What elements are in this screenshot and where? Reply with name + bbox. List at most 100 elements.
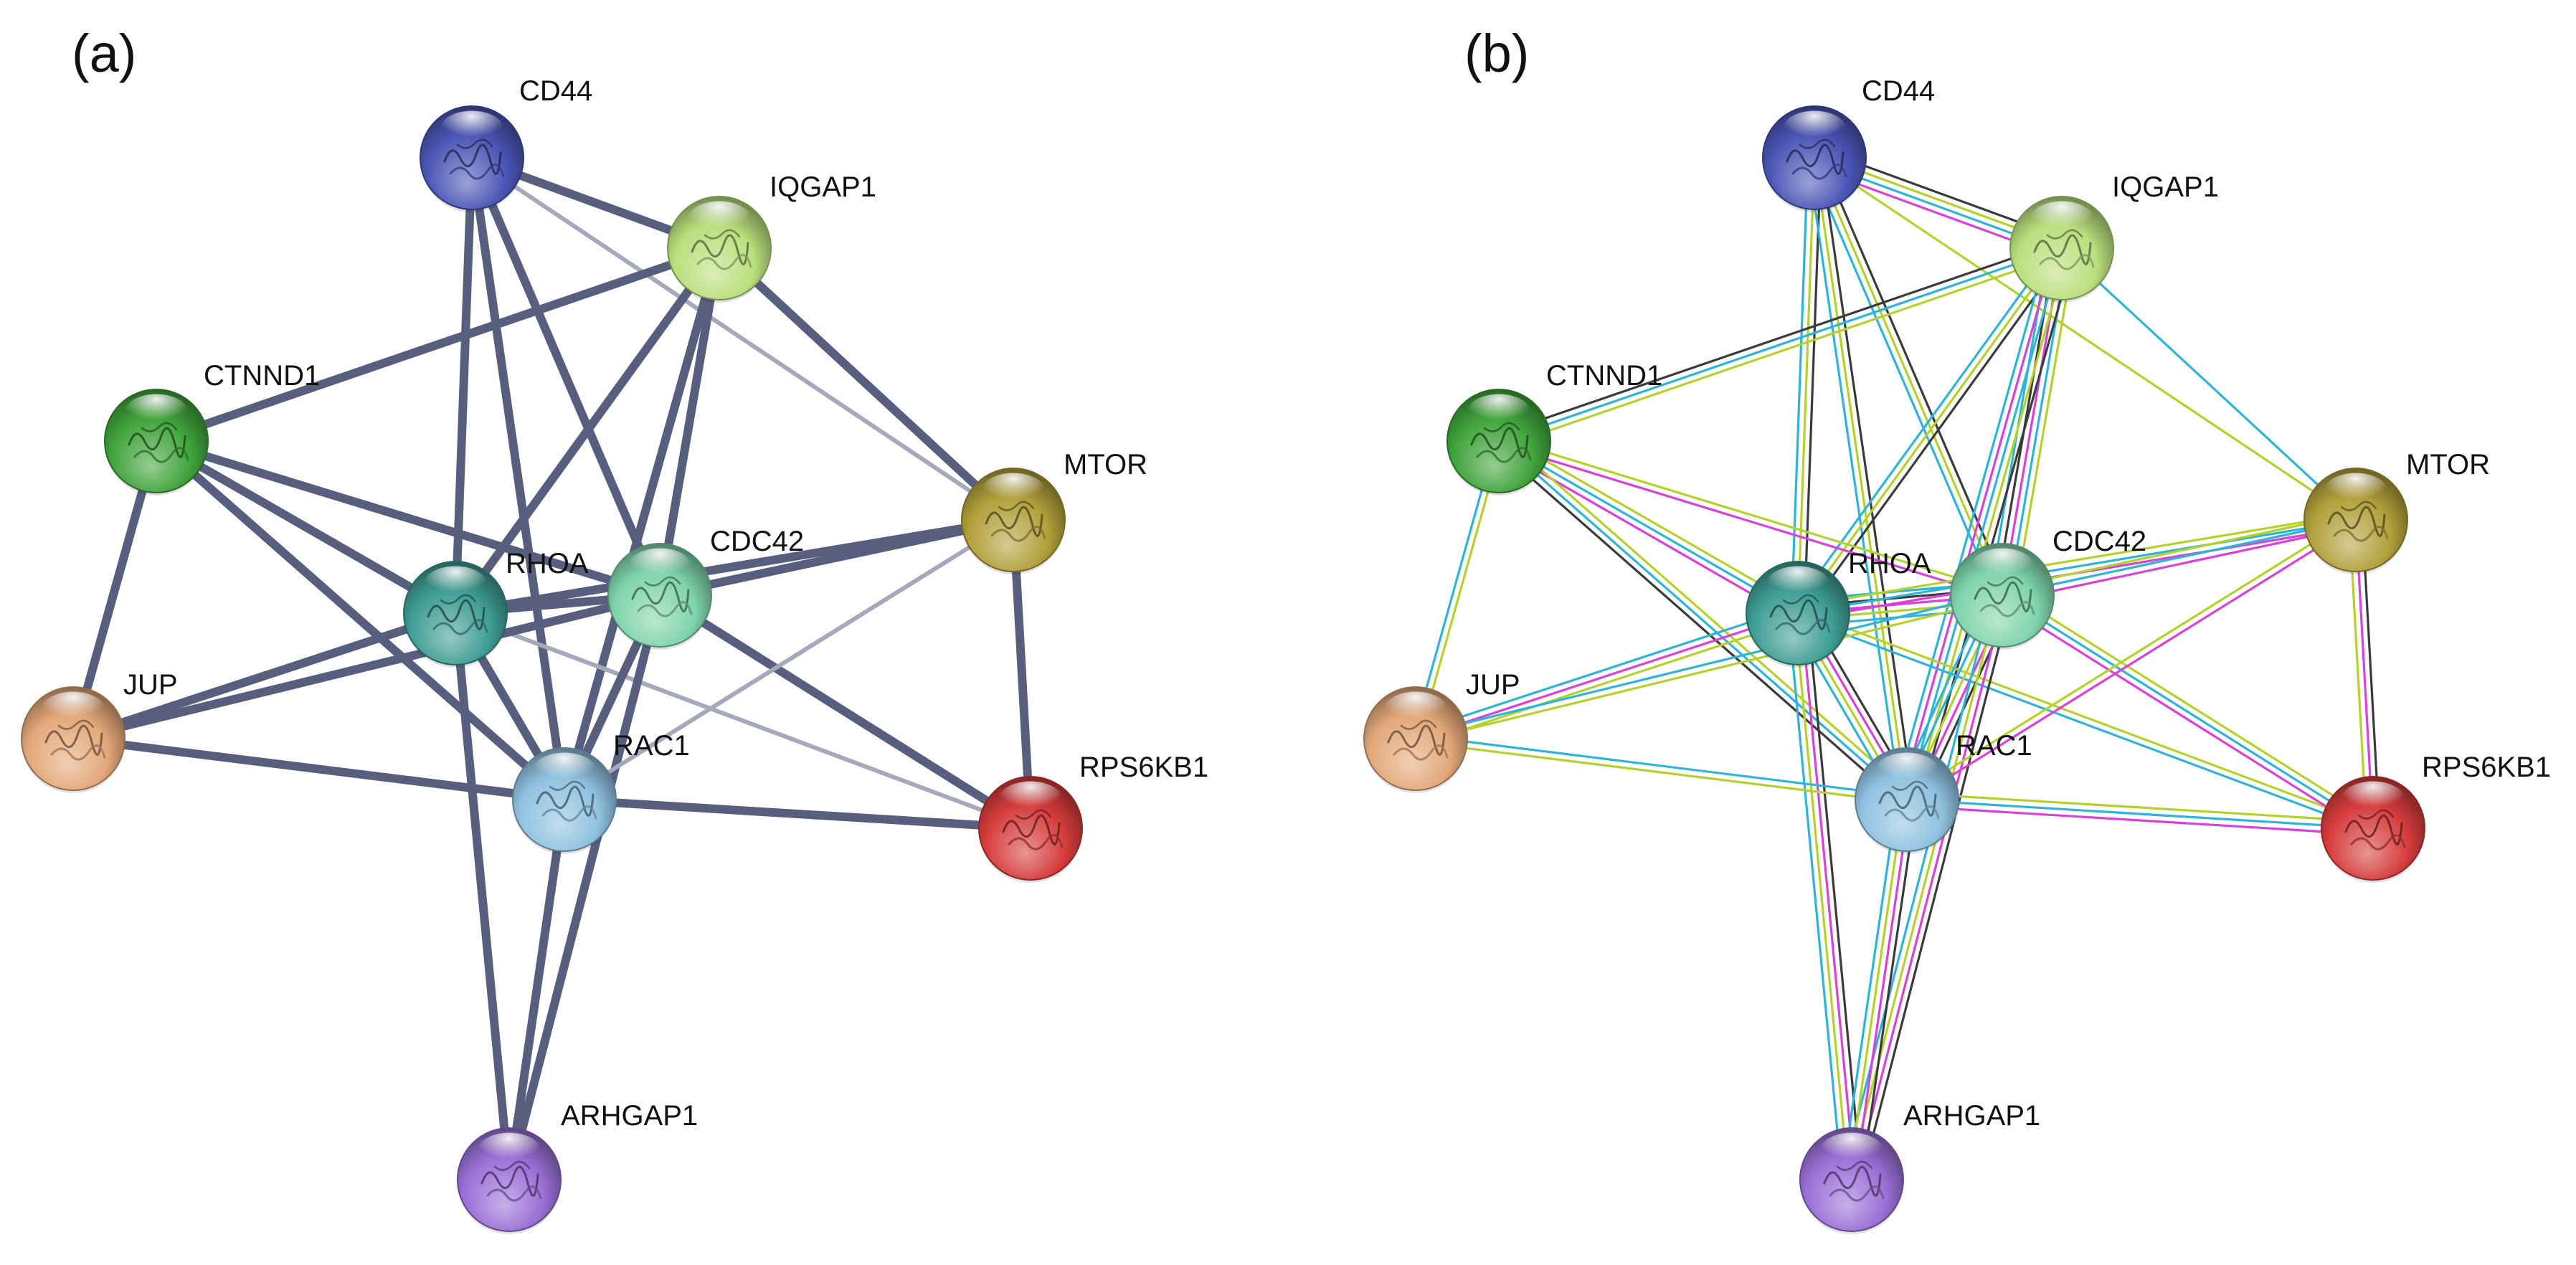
node-JUP: JUP <box>21 669 178 793</box>
node-label: RHOA <box>1848 548 1931 579</box>
edge-CTNND1-CDC42 <box>152 437 664 600</box>
evidence-line-database <box>1494 445 1904 805</box>
evidence-edge-RAC1-MTOR <box>1904 516 2359 804</box>
evidence-edge-RAC1-JUP <box>1415 734 1908 805</box>
evidence-line-experiments <box>1908 521 2359 804</box>
panel-b-label: (b) <box>1464 24 1529 83</box>
evidence-edge-CDC42-JUP <box>1414 591 2004 743</box>
evidence-line-experiments <box>1853 595 2007 1181</box>
node-CDC42: CDC42 <box>1950 526 2146 650</box>
evidence-edge-RHOA-JUP <box>1413 605 1801 747</box>
panel-a-nodes: CD44IQGAP1CTNND1MTORRHOACDC42JUPRAC1RPS6… <box>21 75 1208 1234</box>
evidence-line-coexpression <box>1905 247 2063 800</box>
evidence-line-coexpression <box>1416 734 1908 798</box>
evidence-line-experiments <box>1495 445 1796 620</box>
evidence-edge-CD44-RAC1 <box>1806 156 1915 801</box>
evidence-line-coexpression <box>1797 518 2357 615</box>
node-MTOR: MTOR <box>2303 449 2490 574</box>
edge-IQGAP1-MTOR <box>715 244 1018 524</box>
evidence-line-textmining <box>1499 437 2004 594</box>
evidence-edge-CD44-RHOA <box>1790 157 1822 614</box>
edge-RAC1-ARHGAP1 <box>505 795 569 1184</box>
evidence-line-textmining <box>2004 589 2377 824</box>
evidence-line-textmining <box>1416 597 2004 743</box>
node-CD44: CD44 <box>1762 75 1935 212</box>
node-IQGAP1: IQGAP1 <box>2009 171 2219 303</box>
node-CTNND1: CTNND1 <box>1446 360 1662 496</box>
node-label: MTOR <box>1064 449 1147 480</box>
node-label: ARHGAP1 <box>1903 1100 2040 1132</box>
node-label: CTNND1 <box>204 360 320 392</box>
node-label: MTOR <box>2406 449 2490 480</box>
edge-CDC42-RPS6KB1 <box>655 591 1035 833</box>
node-MTOR: MTOR <box>961 449 1147 574</box>
evidence-line-coexpression <box>1806 158 1902 801</box>
evidence-line-coexpression <box>1807 159 1998 599</box>
evidence-line-database <box>1819 156 1915 799</box>
node-label: RPS6KB1 <box>2422 752 2551 783</box>
evidence-line-database <box>1860 800 1918 1182</box>
evidence-line-textmining <box>1796 512 2355 608</box>
panel-b-edges <box>1411 147 2381 1183</box>
evidence-line-database <box>1918 251 2075 804</box>
evidence-line-textmining <box>1907 792 2374 823</box>
evidence-line-coexpression <box>1893 244 2051 797</box>
evidence-line-coexpression <box>1414 591 2002 737</box>
edge-CDC42-MTOR <box>655 516 1018 600</box>
evidence-edge-CDC42-MTOR <box>2000 512 2358 603</box>
evidence-line-textmining <box>1796 247 2063 614</box>
node-label: IQGAP1 <box>770 171 876 203</box>
node-label: CDC42 <box>2052 526 2146 557</box>
node-label: CD44 <box>1862 75 1935 107</box>
evidence-line-coexpression <box>1786 614 1844 1181</box>
evidence-line-textmining <box>1793 613 1850 1180</box>
evidence-edge-RAC1-ARHGAP1 <box>1841 797 1918 1182</box>
evidence-line-experiments <box>1998 600 2371 835</box>
evidence-edge-CD44-MTOR <box>1814 156 2357 521</box>
evidence-line-experiments <box>1906 805 2373 836</box>
evidence-line-database <box>1860 597 2013 1183</box>
evidence-line-coexpression <box>1841 797 1899 1179</box>
evidence-line-textmining <box>1814 156 2357 521</box>
node-label: RHOA <box>506 548 589 579</box>
edge-CTNND1-RAC1 <box>152 437 569 804</box>
edge-CDC42-JUP <box>69 591 664 743</box>
evidence-line-textmining <box>1813 157 1908 800</box>
edge-CD44-CDC42 <box>468 153 664 600</box>
evidence-edge-IQGAP1-CTNND1 <box>1496 240 2065 449</box>
evidence-line-database <box>1496 240 2060 436</box>
evidence-line-coexpression <box>2060 247 2357 521</box>
panel-a-edges <box>69 153 1035 1184</box>
evidence-line-coexpression <box>1841 592 1994 1178</box>
evidence-edge-CTNND1-RHOA <box>1495 434 1802 620</box>
evidence-edge-IQGAP1-RAC1 <box>1893 244 2075 804</box>
node-RPS6KB1: RPS6KB1 <box>2321 752 2551 883</box>
edge-RHOA-RPS6KB1 <box>453 611 1033 830</box>
evidence-line-coexpression <box>2002 594 2374 830</box>
edge-IQGAP1-RHOA <box>451 244 724 617</box>
evidence-edge-IQGAP1-MTOR <box>2060 247 2357 521</box>
node-label: RAC1 <box>1956 730 2032 762</box>
edge-CD44-RAC1 <box>468 153 569 804</box>
evidence-line-textmining <box>2014 250 2076 598</box>
node-CTNND1: CTNND1 <box>104 360 320 496</box>
node-RHOA: RHOA <box>1746 548 1931 668</box>
evidence-line-textmining <box>1847 799 1905 1180</box>
panel-a: (a) CD44IQGAP1CTNND1MTORRHOACDC42JUPRAC1… <box>21 24 1208 1234</box>
edge-RHOA-JUP <box>69 609 460 743</box>
evidence-line-experiments <box>1899 246 2057 798</box>
edge-IQGAP1-CDC42 <box>655 244 724 600</box>
node-ARHGAP1: ARHGAP1 <box>1799 1100 2040 1234</box>
node-label: CTNND1 <box>1546 360 1662 392</box>
panel-a-label: (a) <box>72 24 136 83</box>
evidence-line-textmining <box>1799 609 2375 827</box>
evidence-line-textmining <box>1904 516 2355 798</box>
evidence-line-textmining <box>1501 434 1802 609</box>
evidence-line-coexpression <box>1796 615 2372 833</box>
node-label: JUP <box>1466 669 1520 701</box>
evidence-edge-RAC1-RPS6KB1 <box>1906 792 2374 836</box>
node-label: CD44 <box>519 75 592 107</box>
evidence-line-database <box>1819 154 2009 594</box>
evidence-line-coexpression <box>1497 440 1908 801</box>
